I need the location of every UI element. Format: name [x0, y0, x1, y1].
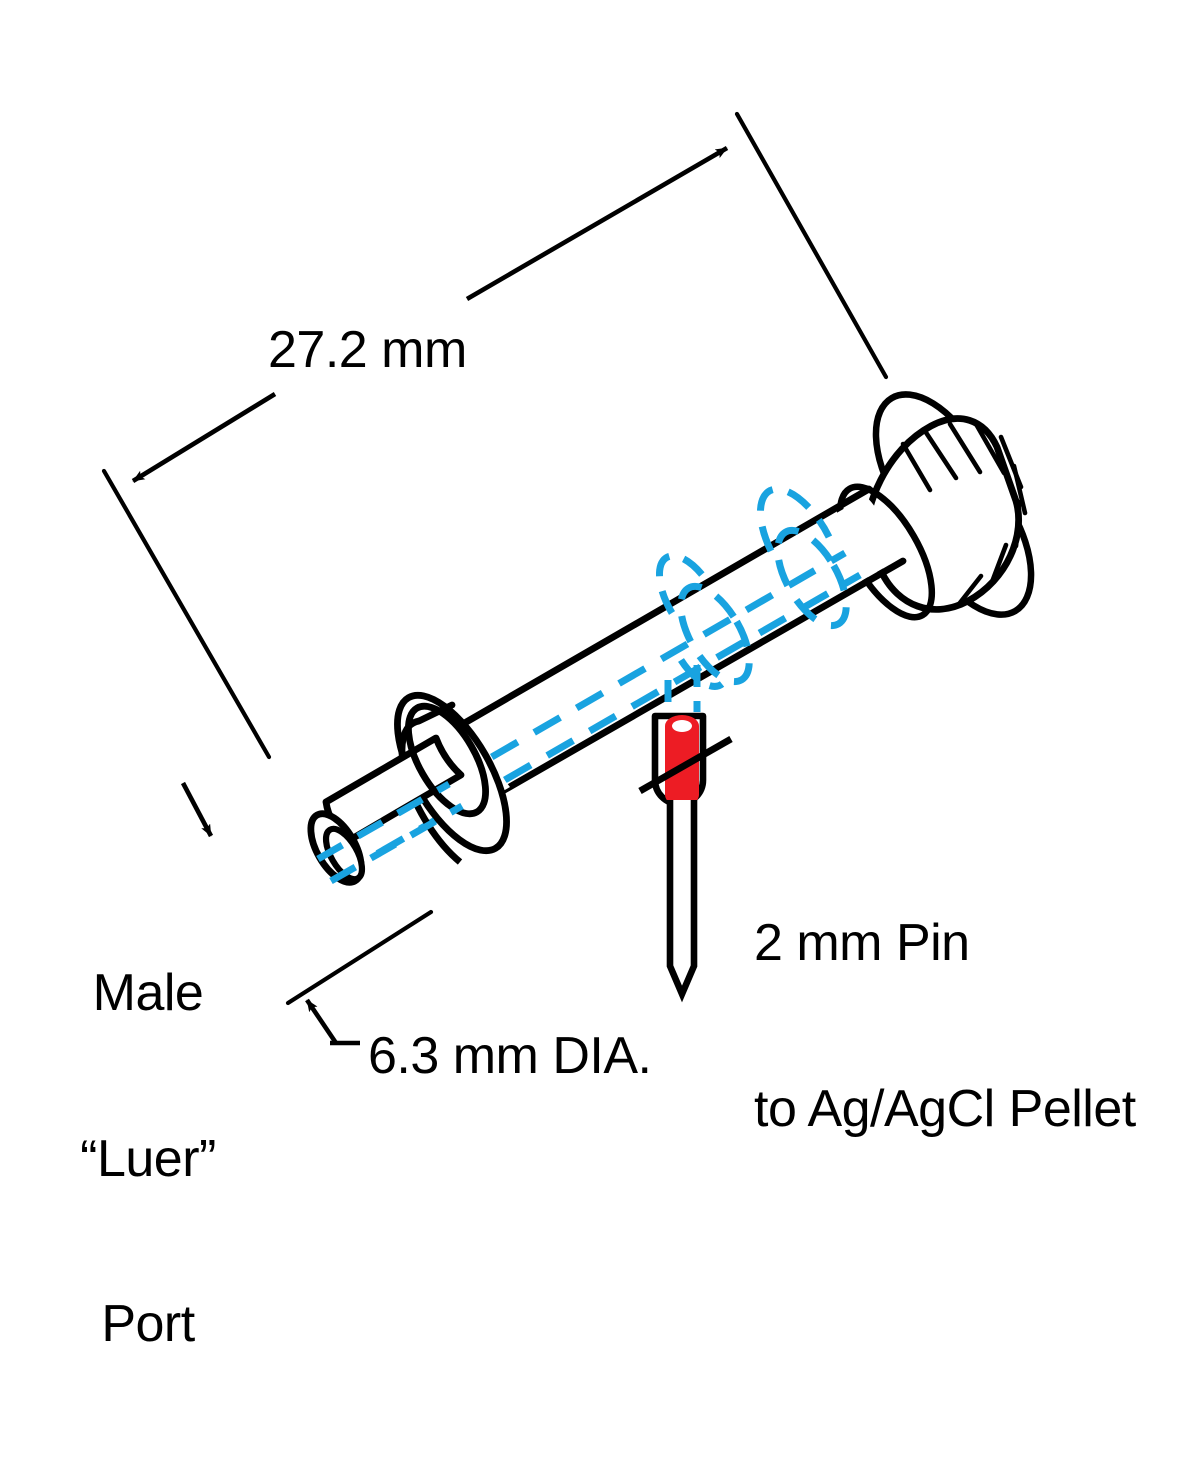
leader-line-luer — [180, 781, 214, 838]
witness-line-right — [734, 111, 889, 380]
diagram-canvas: 27.2 mm 6.3 mm DIA. Male “Luer” Port 2 m… — [80, 111, 1137, 1352]
pellet-top-bore — [672, 720, 692, 732]
chamber-shoulder-arc — [655, 552, 713, 615]
chamber-shoulder-ellipse — [677, 582, 753, 686]
witness-line-left — [101, 468, 272, 760]
leader-luer-port — [180, 781, 214, 838]
dimension-label-length: 27.2 mm — [268, 321, 467, 379]
luer-cone-base-ellipse — [405, 702, 489, 818]
barrel-front-edge-over-pellet — [638, 736, 733, 794]
dimension-body-diameter — [285, 909, 434, 1046]
dimension-arrow-lower — [131, 392, 277, 483]
luer-bore-hidden-lower — [329, 802, 464, 885]
leader-line-diameter-angled — [305, 998, 338, 1045]
callout-pin-line-1: 2 mm Pin — [754, 914, 970, 973]
witness-line-diameter — [285, 909, 434, 1006]
technical-drawing-svg — [101, 111, 1035, 1046]
cap-knurl-lines — [900, 421, 1028, 607]
chamber-end-ellipse — [774, 526, 850, 630]
male-luer-tip — [307, 702, 489, 886]
callout-luer-line-3: Port — [101, 1294, 195, 1353]
callout-luer-line-2: “Luer” — [80, 1129, 216, 1188]
callout-pin: 2 mm Pin to Ag/AgCl Pellet — [754, 806, 1136, 1247]
callout-pin-line-2: to Ag/AgCl Pellet — [754, 1079, 1136, 1138]
luer-bore-hidden-upper — [316, 780, 451, 863]
dimension-arrow-upper — [465, 146, 729, 301]
callout-luer-line-1: Male — [92, 964, 204, 1023]
barrel-assembly — [307, 391, 1035, 1003]
contact-pin-shaft — [666, 800, 698, 1003]
dimension-label-diameter: 6.3 mm DIA. — [368, 1027, 652, 1085]
pellet-and-pin-assembly — [638, 712, 733, 1003]
dimension-overall-length — [101, 111, 889, 760]
chamber-shoulder-arc-2 — [678, 658, 725, 690]
callout-luer-port: Male “Luer” Port — [48, 856, 248, 1462]
flange-edge-top — [415, 701, 456, 725]
